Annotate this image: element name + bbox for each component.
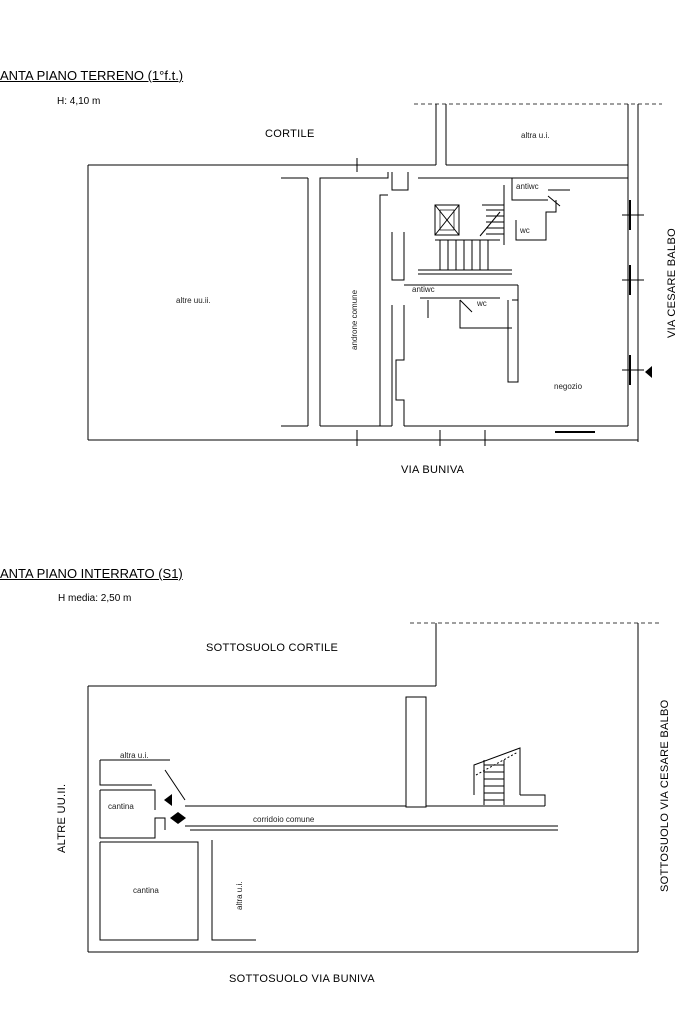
antiwc-top-label: antiwc <box>516 182 539 191</box>
door-symbol <box>164 794 172 806</box>
wc-top-label: wc <box>520 226 530 235</box>
altra-ui-top-label: altra u.i. <box>120 751 149 760</box>
wc-mid-label: wc <box>477 299 487 308</box>
altra-ui-label: altra u.i. <box>521 131 550 140</box>
ground-floor-plan <box>87 103 662 446</box>
altre-uuii-label: altre uu.ii. <box>176 296 211 305</box>
ground-floor-height: H: 4,10 m <box>57 96 101 107</box>
androne-label: androne comune <box>350 289 359 350</box>
cantina-big-label: cantina <box>133 886 159 895</box>
cortile-label: CORTILE <box>265 128 315 140</box>
altra-ui-vert-label: altra u.i. <box>235 881 244 910</box>
basement-plan <box>87 622 662 953</box>
basement-title: ANTA PIANO INTERRATO (S1) <box>0 566 183 581</box>
altre-uuii-basement-label: ALTRE UU.II. <box>56 783 68 853</box>
sottosuolo-via-buniva-label: SOTTOSUOLO VIA BUNIVA <box>229 973 375 985</box>
door-symbol <box>170 812 186 824</box>
basement-height: H media: 2,50 m <box>58 593 132 604</box>
sottosuolo-cortile-label: SOTTOSUOLO CORTILE <box>206 642 339 654</box>
door-symbol <box>645 366 652 378</box>
via-cesare-balbo-label: VIA CESARE BALBO <box>666 228 678 338</box>
corridoio-label: corridoio comune <box>253 815 315 824</box>
cantina-small-label: cantina <box>108 802 134 811</box>
sottosuolo-via-cesare-balbo-label: SOTTOSUOLO VIA CESARE BALBO <box>659 699 671 892</box>
antiwc-mid-label: antiwc <box>412 285 435 294</box>
negozio-label: negozio <box>554 382 583 391</box>
via-buniva-label: VIA BUNIVA <box>401 464 465 476</box>
ground-floor-title: ANTA PIANO TERRENO (1°f.t.) <box>0 68 184 83</box>
